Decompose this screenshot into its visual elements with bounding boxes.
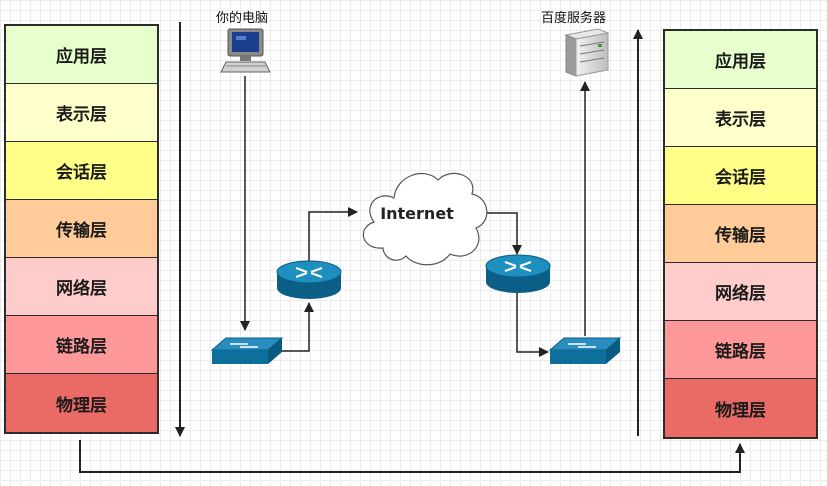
right-presentation-layer: 表示层 — [665, 89, 816, 147]
left-network-layer: 网络层 — [6, 258, 157, 316]
internet-to-router-line — [476, 212, 522, 255]
physical-link-arrow — [79, 440, 745, 473]
left-router-icon — [276, 260, 342, 299]
left-osi-stack: 应用层 表示层 会话层 传输层 网络层 链路层 物理层 — [4, 24, 159, 434]
left-physical-layer: 物理层 — [6, 374, 157, 432]
right-physical-layer: 物理层 — [665, 379, 816, 437]
right-application-layer: 应用层 — [665, 31, 816, 89]
computer-icon — [220, 28, 271, 73]
left-application-layer: 应用层 — [6, 26, 157, 84]
right-session-layer: 会话层 — [665, 147, 816, 205]
left-switch-icon — [210, 337, 284, 364]
left-link-layer: 链路层 — [6, 316, 157, 374]
router-to-internet-line — [308, 207, 358, 262]
switch-to-router-line — [282, 302, 314, 352]
server-icon — [564, 28, 610, 77]
right-switch-icon — [548, 337, 622, 364]
right-router-icon — [485, 254, 551, 293]
left-presentation-layer: 表示层 — [6, 84, 157, 142]
pc-label: 你的电脑 — [216, 11, 269, 26]
internet-label: Internet — [380, 204, 454, 223]
right-transport-layer: 传输层 — [665, 205, 816, 263]
internet-cloud: Internet — [362, 172, 488, 266]
server-label: 百度服务器 — [541, 11, 607, 26]
right-link-layer: 链路层 — [665, 321, 816, 379]
left-transport-layer: 传输层 — [6, 200, 157, 258]
left-session-layer: 会话层 — [6, 142, 157, 200]
router-to-switch-line — [516, 292, 549, 357]
right-network-layer: 网络层 — [665, 263, 816, 321]
right-osi-stack: 应用层 表示层 会话层 传输层 网络层 链路层 物理层 — [663, 29, 818, 439]
